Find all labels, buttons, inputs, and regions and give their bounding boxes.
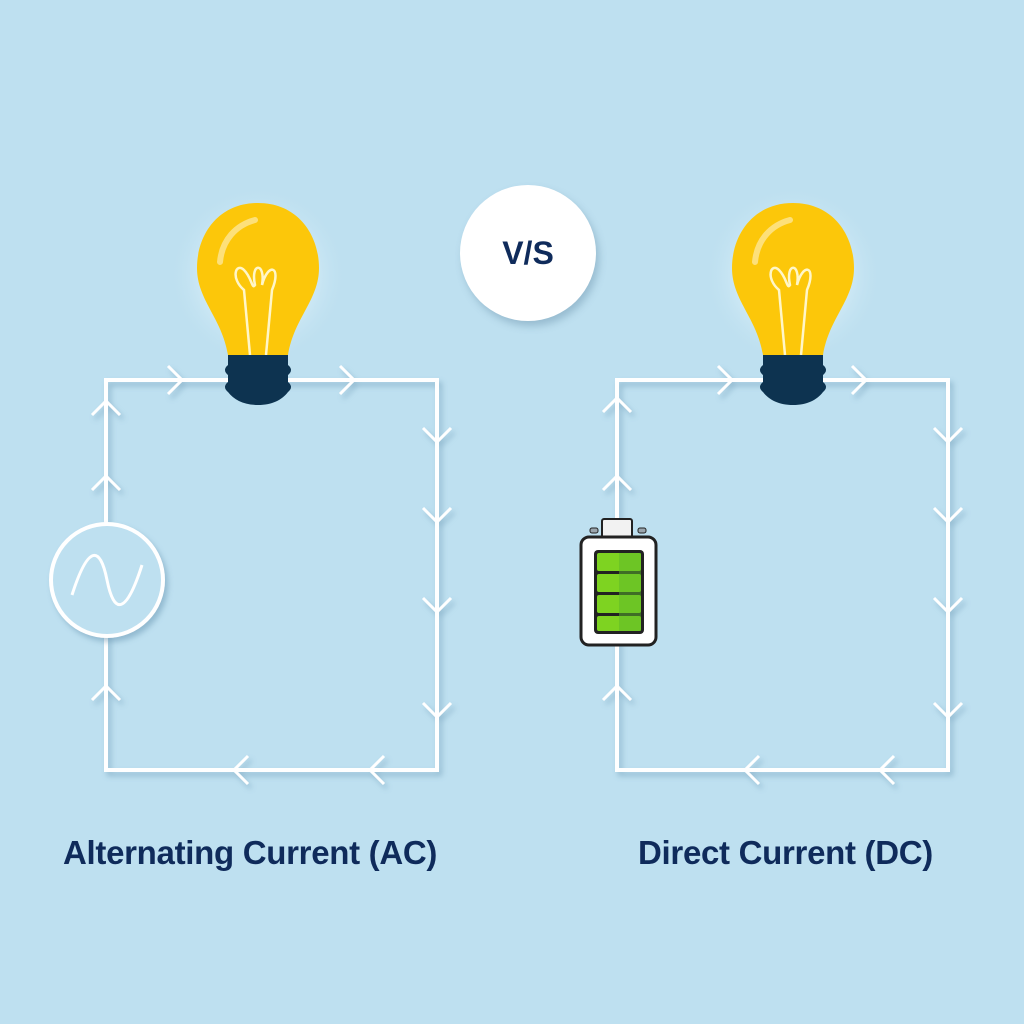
versus-label: V/S (502, 234, 554, 271)
dc-label: Direct Current (DC) (638, 834, 933, 871)
ac-current-arrows (90, 364, 453, 786)
dc-bulb-icon (703, 185, 883, 405)
dc-wire-loop (615, 378, 950, 772)
ac-source-icon (49, 522, 165, 638)
versus-badge: V/S (460, 185, 596, 321)
dc-current-arrows (601, 364, 964, 786)
battery-icon (579, 518, 658, 647)
ac-bulb-icon (168, 185, 348, 405)
ac-label: Alternating Current (AC) (63, 834, 438, 871)
